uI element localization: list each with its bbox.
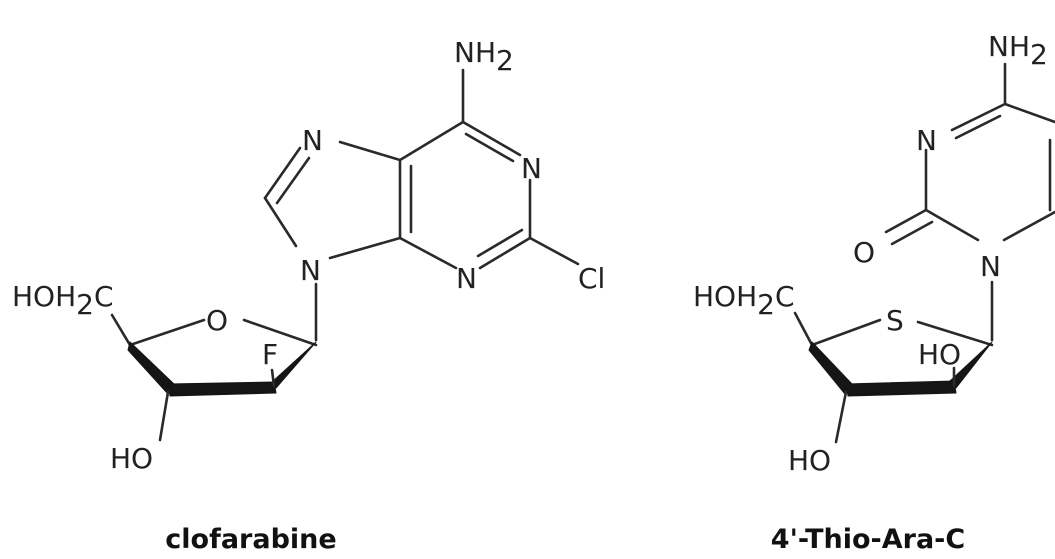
thio-ara-c-nh2-label: NH2 bbox=[988, 30, 1048, 71]
clofarabine-f-label: F bbox=[262, 338, 278, 371]
clofarabine-purine-bonds bbox=[263, 68, 580, 342]
clofarabine-n3-label: N bbox=[456, 262, 477, 295]
thio-ara-c-atom-labels: NH2 N N O HOH2C S HO HO bbox=[693, 30, 1048, 477]
clofarabine-n9-label: N bbox=[300, 254, 321, 287]
clofarabine-structure: NH2 N N N N Cl HOH2C O F HO clofarabine bbox=[12, 36, 605, 555]
clofarabine-hoh2c-label: HOH2C bbox=[12, 280, 114, 321]
thio-ara-c-base-bonds bbox=[884, 62, 1055, 342]
thio-ara-c-ho-bottom-label: HO bbox=[788, 444, 831, 477]
thio-ara-c-ho-ring-label: HO bbox=[918, 338, 961, 371]
thio-ara-c-carbonyl-o-label: O bbox=[853, 236, 875, 269]
clofarabine-caption: clofarabine bbox=[165, 524, 336, 554]
clofarabine-n1-label: N bbox=[521, 152, 542, 185]
thio-ara-c-structure: NH2 N N O HOH2C S HO HO 4'-Thio-Ara-C bbox=[693, 30, 1055, 555]
clofarabine-nh2-label: NH2 bbox=[454, 36, 514, 77]
thio-ara-c-n3-label: N bbox=[916, 124, 937, 157]
thio-ara-c-hoh2c-label: HOH2C bbox=[693, 280, 795, 321]
clofarabine-ring-o-label: O bbox=[206, 304, 228, 337]
thio-ara-c-n1-label: N bbox=[980, 250, 1001, 283]
clofarabine-ho-label: HO bbox=[110, 442, 153, 475]
clofarabine-atom-labels: NH2 N N N N Cl HOH2C O F HO bbox=[12, 36, 605, 475]
clofarabine-cl-label: Cl bbox=[578, 262, 605, 295]
thio-ara-c-caption: 4'-Thio-Ara-C bbox=[771, 524, 965, 554]
thio-ara-c-sugar-bonds bbox=[793, 311, 994, 444]
clofarabine-sugar-bonds bbox=[110, 313, 318, 442]
clofarabine-n7-label: N bbox=[302, 124, 323, 157]
thio-ara-c-ring-s-label: S bbox=[886, 304, 904, 337]
